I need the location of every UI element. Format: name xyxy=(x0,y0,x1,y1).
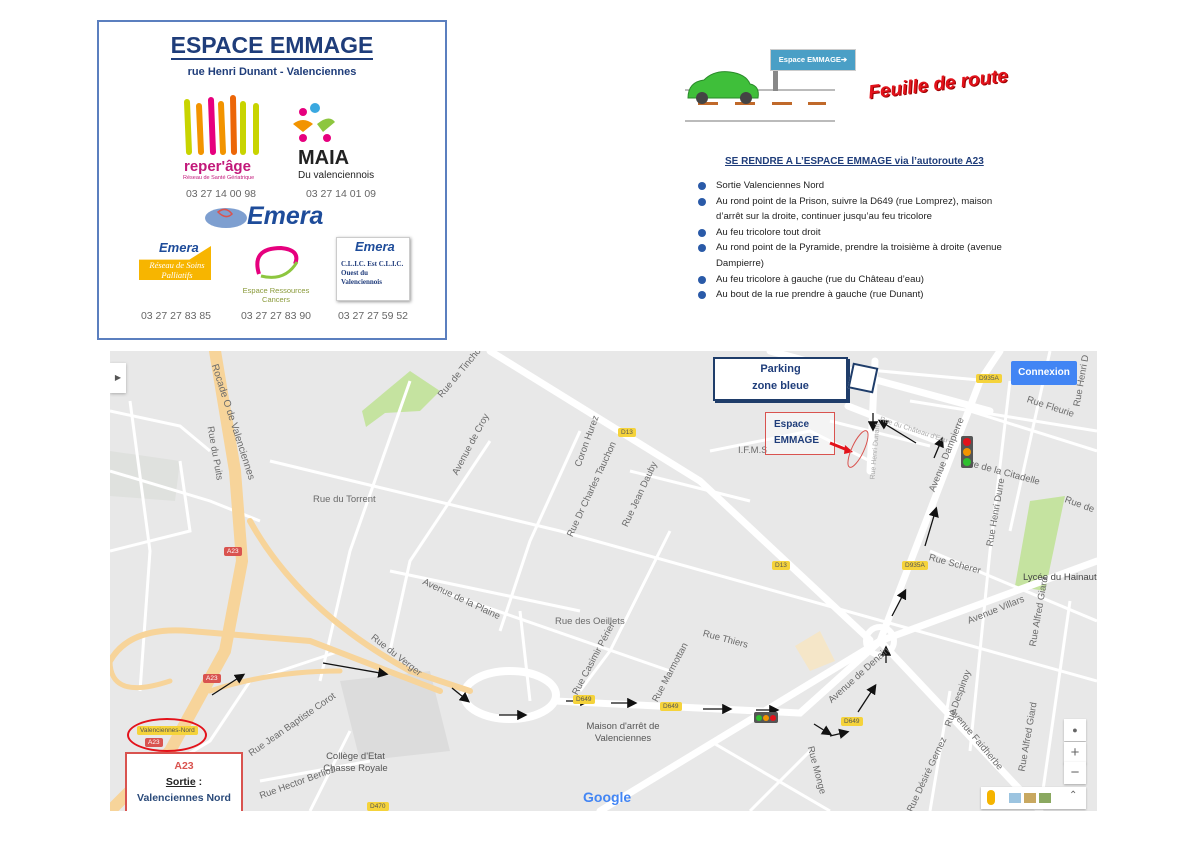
erc-logo-swoosh xyxy=(251,244,303,282)
maia-logo-icon xyxy=(289,102,339,146)
clic-logo-subtitle: C.L.I.C. Est C.L.I.C. Ouest du Valencien… xyxy=(341,260,404,286)
steps-list: Sortie Valenciennes Nord Au rond point d… xyxy=(694,178,1014,303)
park-area xyxy=(1015,496,1065,591)
title-text: ESPACE EMMAGE xyxy=(170,32,374,60)
road-shield-d13: D13 xyxy=(618,428,636,437)
exit-highlight-ellipse xyxy=(127,718,207,752)
clic-logo-name: Emera xyxy=(355,239,395,254)
road-shield-d935a: D935A xyxy=(902,561,928,570)
map-type-thumbnail[interactable] xyxy=(1039,793,1051,803)
road-shield-d470: D470 xyxy=(367,802,389,811)
clic-logo-card: Emera C.L.I.C. Est C.L.I.C. Ouest du Val… xyxy=(336,237,410,301)
clic-phone: 03 27 27 59 52 xyxy=(337,310,409,322)
road-shield-d649: D649 xyxy=(573,695,595,704)
map-type-thumbnail[interactable] xyxy=(1024,793,1036,803)
erc-logo-name: Espace Ressources Cancers xyxy=(242,286,310,304)
exit-colon: : xyxy=(195,776,203,788)
maia-logo-name: MAIA xyxy=(298,147,350,169)
parking-callout: Parking zone bleue xyxy=(713,357,848,401)
road-shield-d649: D649 xyxy=(660,702,682,711)
espace-label: Espace xyxy=(774,419,810,430)
parking-zone-label: zone bleue xyxy=(752,380,809,392)
map-label-ifms: I.F.M.S xyxy=(738,445,768,456)
expand-chevron-icon[interactable]: ⌃ xyxy=(1069,790,1078,801)
road-shield-d935a: D935A xyxy=(976,374,1002,383)
erc-phone: 03 27 27 83 90 xyxy=(240,310,312,322)
palliatifs-logo-name: Emera xyxy=(159,240,199,255)
zoom-in-button[interactable]: + xyxy=(1064,742,1086,764)
parking-square-marker xyxy=(847,362,879,394)
reperage-logo-subtitle: Réseau de Santé Gériatrique xyxy=(183,175,255,181)
step-item: Au bout de la rue prendre à gauche (rue … xyxy=(694,287,1014,303)
area xyxy=(110,451,180,501)
road-shield-d649: D649 xyxy=(841,717,863,726)
reperage-logo-figures xyxy=(179,92,264,157)
emera-logo-main: Emera xyxy=(247,202,324,230)
traffic-light-icon xyxy=(754,712,778,723)
step-item: Au rond point de la Prison, suivre la D6… xyxy=(694,194,1014,225)
espace-emmage-callout: Espace EMMAGE xyxy=(765,412,835,455)
map-label: Lycée du Hainaut xyxy=(1023,572,1097,583)
pegman-icon[interactable] xyxy=(987,790,995,805)
step-item: Au feu tricolore à gauche (rue du Châtea… xyxy=(694,272,1014,288)
my-location-button[interactable]: ● xyxy=(1064,719,1086,741)
step-item: Au feu tricolore tout droit xyxy=(694,225,1014,241)
emera-flower-icon xyxy=(204,204,249,230)
step-item: Au rond point de la Pyramide, prendre la… xyxy=(694,240,1014,271)
map-label: Rue des Oeillets xyxy=(555,616,625,627)
exit-road: A23 xyxy=(174,760,194,772)
destination-marker xyxy=(829,430,869,468)
zoom-out-button[interactable]: − xyxy=(1064,762,1086,784)
map[interactable]: Rocade O de Valenciennes Rue du Puits Ru… xyxy=(110,351,1097,811)
palliatifs-logo-subtitle: Réseau de Soins Palliatifs xyxy=(149,260,205,280)
road-shield-a23: A23 xyxy=(203,674,221,683)
exit-sortie-label: Sortie xyxy=(165,776,196,788)
map-type-thumbnail[interactable] xyxy=(1009,793,1021,803)
reperage-phone: 03 27 14 00 98 xyxy=(185,188,257,200)
maia-phone: 03 27 14 01 09 xyxy=(305,188,377,200)
connexion-button[interactable]: Connexion xyxy=(1011,361,1077,385)
route-panel: Espace EMMAGE➔ Feuille de route SE RENDR… xyxy=(680,40,1040,320)
parking-label: Parking xyxy=(760,363,801,375)
google-logo: Google xyxy=(583,789,632,805)
reperage-logo-name: reper'âge xyxy=(184,158,251,175)
map-sidebar-toggle[interactable]: ▶ xyxy=(110,363,126,393)
palliatifs-phone: 03 27 27 83 85 xyxy=(140,310,212,322)
direction-sign: Espace EMMAGE➔ xyxy=(770,49,856,71)
info-box: ESPACE EMMAGE rue Henri Dunant - Valenci… xyxy=(97,20,447,340)
map-type-bar: ⌃ xyxy=(981,787,1086,809)
exit-place: Valenciennes Nord xyxy=(137,792,231,804)
address: rue Henri Dunant - Valenciennes xyxy=(187,66,357,78)
traffic-light-icon xyxy=(961,436,973,468)
step-item: Sortie Valenciennes Nord xyxy=(694,178,1014,194)
maia-logo-subtitle: Du valenciennois xyxy=(298,170,375,181)
steps-title: SE RENDRE A L’ESPACE EMMAGE via l’autoro… xyxy=(725,156,984,167)
car-road-illustration xyxy=(685,65,835,122)
roadmap-heading: Feuille de route xyxy=(867,65,1010,104)
road-shield-d13: D13 xyxy=(772,561,790,570)
park-area xyxy=(362,371,440,427)
page-title: ESPACE EMMAGE xyxy=(99,32,445,60)
map-label-prison: Maison d'arrêt de Valenciennes xyxy=(586,721,660,744)
exit-callout: A23 Sortie : Valenciennes Nord xyxy=(125,752,243,811)
map-label-college: Collège d'Etat Chasse Royale xyxy=(323,751,388,774)
road-shield-a23: A23 xyxy=(224,547,242,556)
college-area xyxy=(340,671,450,761)
espace-emmage-label: EMMAGE xyxy=(774,435,819,446)
building-area xyxy=(795,631,835,671)
map-label: Rue du Torrent xyxy=(313,494,376,505)
